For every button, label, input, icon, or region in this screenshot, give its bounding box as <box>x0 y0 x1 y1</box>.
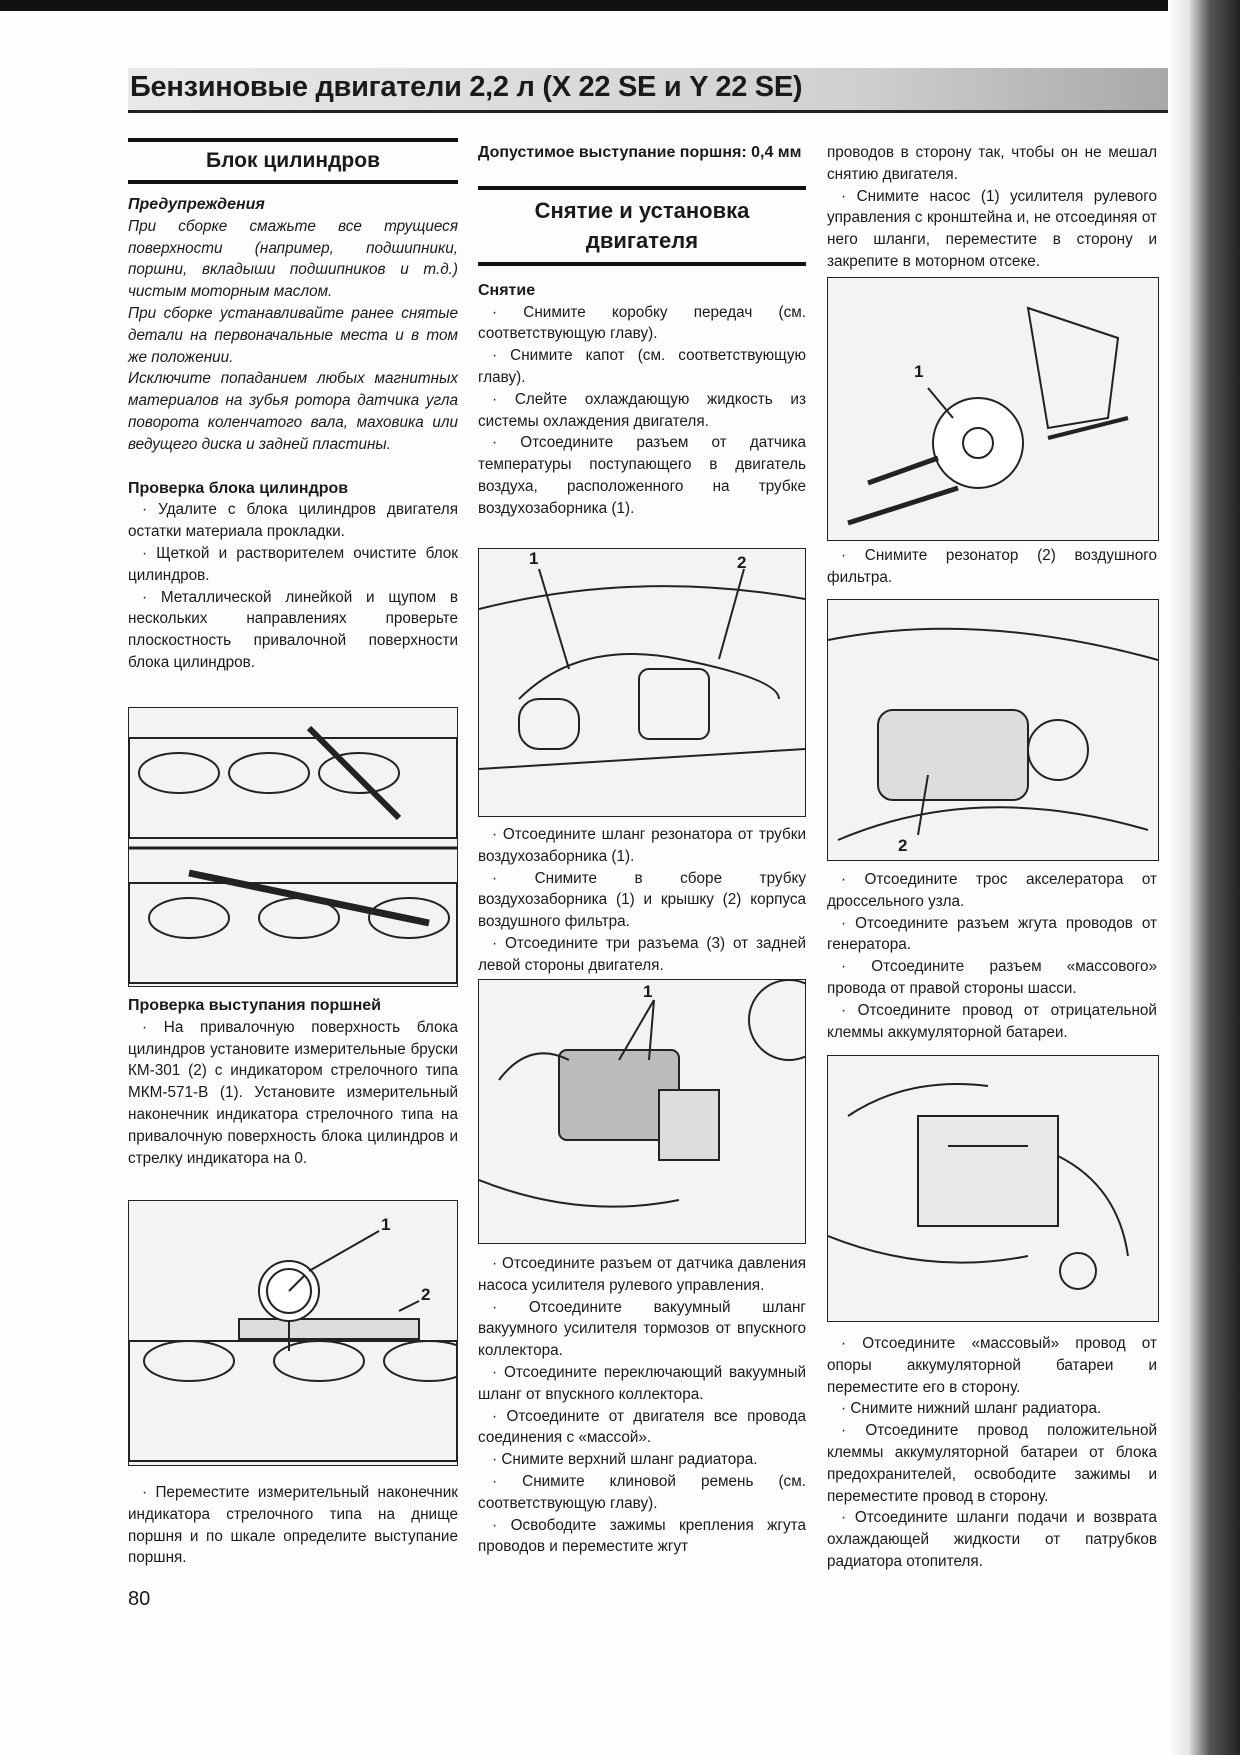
right-column: проводов в сторону так, чтобы он не меша… <box>827 142 1157 273</box>
step: · Отсоедините вакуумный шланг вакуумного… <box>478 1298 806 1360</box>
section-title: Блок цилиндров <box>128 138 458 184</box>
step: · На привалочную поверхность блока цилин… <box>128 1018 458 1167</box>
chapter-title: Бензиновые двигатели 2,2 л (X 22 SE и Y … <box>130 71 803 103</box>
section-title: Снятие и установка двигателя <box>478 185 806 266</box>
scan-shadow <box>1190 0 1240 1755</box>
step: · Отсоедините три разъема (3) от задней … <box>478 934 806 974</box>
figure-piston-protrusion: 1 2 <box>128 1200 458 1466</box>
step: · Металлической линейкой и щупом в неско… <box>128 588 458 671</box>
page-number: 80 <box>128 1588 151 1610</box>
warning: При сборке смажьте все трущиеся поверхно… <box>128 217 458 301</box>
left-column-3: · Переместите измерительный наконечник и… <box>128 1482 458 1569</box>
step: · Удалите с блока цилиндров двигателя ос… <box>128 501 458 541</box>
middle-column-2: · Отсоедините шланг резонатора от трубки… <box>478 824 806 977</box>
subsection-title: Проверка выступания поршней <box>128 997 382 1014</box>
step: · Отсоедините разъем жгута проводов от г… <box>827 914 1157 954</box>
step: · Отсоедините от двигателя все провода с… <box>478 1407 806 1447</box>
step: · Отсоедините шланги подачи и возврата о… <box>827 1509 1157 1570</box>
step: · Переместите измерительный наконечник и… <box>128 1484 458 1567</box>
callout-2: 2 <box>421 1285 431 1304</box>
figure-resonator: 2 <box>827 599 1159 861</box>
subsection-title: Снятие <box>478 281 536 299</box>
left-column-2: Проверка выступания поршней · На привало… <box>128 995 458 1169</box>
step: · Отсоедините переключающий вакуумный шл… <box>478 1363 806 1403</box>
step: · Снимите верхний шланг радиатора. <box>492 1451 758 1469</box>
callout-1: 1 <box>914 362 924 381</box>
step: · Отсоедините разъем «массового» провода… <box>827 958 1157 997</box>
step: · Отсоедините шланг резонатора от трубки… <box>478 826 806 865</box>
left-column: Блок цилиндров Предупреждения При сборке… <box>128 138 458 674</box>
step: · Снимите клиновой ремень (см. соответст… <box>478 1472 806 1512</box>
step: · Щеткой и растворителем очистите блок ц… <box>128 544 458 584</box>
step: · Освободите зажимы крепления жгута пров… <box>478 1516 806 1556</box>
step: · Отсоедините «массовый» провод от опоры… <box>827 1335 1157 1396</box>
callout-1: 1 <box>529 549 539 568</box>
step: · Снимите насос (1) усилителя рулевого у… <box>827 187 1157 270</box>
callout-2: 2 <box>737 553 747 572</box>
step: · Снимите резонатор (2) воздушного фильт… <box>827 547 1157 586</box>
step: · Слейте охлаждающую жидкость из системы… <box>478 390 806 430</box>
chapter-header: Бензиновые двигатели 2,2 л (X 22 SE и Y … <box>128 68 1168 113</box>
subsection-title: Проверка блока цилиндров <box>128 479 349 497</box>
figure-connectors: 1 <box>478 979 806 1244</box>
figure-steering-pump: 1 <box>827 277 1159 541</box>
step: · Отсоедините трос акселератора от дросс… <box>827 871 1157 910</box>
callout-2: 2 <box>898 836 908 855</box>
figure-battery <box>827 1055 1159 1322</box>
step: · Снимите в сборе трубку воздухозаборник… <box>478 869 806 931</box>
text-continuation: проводов в сторону так, чтобы он не меша… <box>827 144 1157 183</box>
step: · Снимите капот (см. соответствующую гла… <box>478 347 806 386</box>
right-column-4: · Отсоедините «массовый» провод от опоры… <box>827 1333 1157 1573</box>
warnings-title: Предупреждения <box>128 196 265 213</box>
step: · Отсоедините разъем от датчика температ… <box>478 434 806 517</box>
right-column-3: · Отсоедините трос акселератора от дросс… <box>827 869 1157 1043</box>
page-gutter <box>1168 0 1190 1755</box>
step: · Отсоедините провод от отрицательной кл… <box>827 1001 1157 1041</box>
step: · Снимите коробку передач (см. соответст… <box>478 303 806 343</box>
figure-air-intake: 1 2 <box>478 548 806 817</box>
middle-column-3: · Отсоедините разъем от датчика давления… <box>478 1253 806 1558</box>
warning: Исключите попаданием любых магнитных мат… <box>128 370 458 453</box>
scan-edge <box>0 0 1240 11</box>
callout-1: 1 <box>381 1215 391 1234</box>
right-column-2: · Снимите резонатор (2) воздушного фильт… <box>827 545 1157 589</box>
callout-1: 1 <box>643 982 653 1001</box>
middle-column: Допустимое выступание поршня: 0,4 мм Сня… <box>478 142 806 520</box>
spec-text: Допустимое выступание поршня: 0,4 мм <box>478 144 802 161</box>
step: · Снимите нижний шланг радиатора. <box>841 1400 1102 1418</box>
step: · Отсоедините провод положительной клемм… <box>827 1422 1157 1505</box>
figure-block-flatness <box>128 707 458 987</box>
warning: При сборке устанавливайте ранее снятые д… <box>128 304 458 366</box>
step: · Отсоедините разъем от датчика давления… <box>478 1255 806 1294</box>
